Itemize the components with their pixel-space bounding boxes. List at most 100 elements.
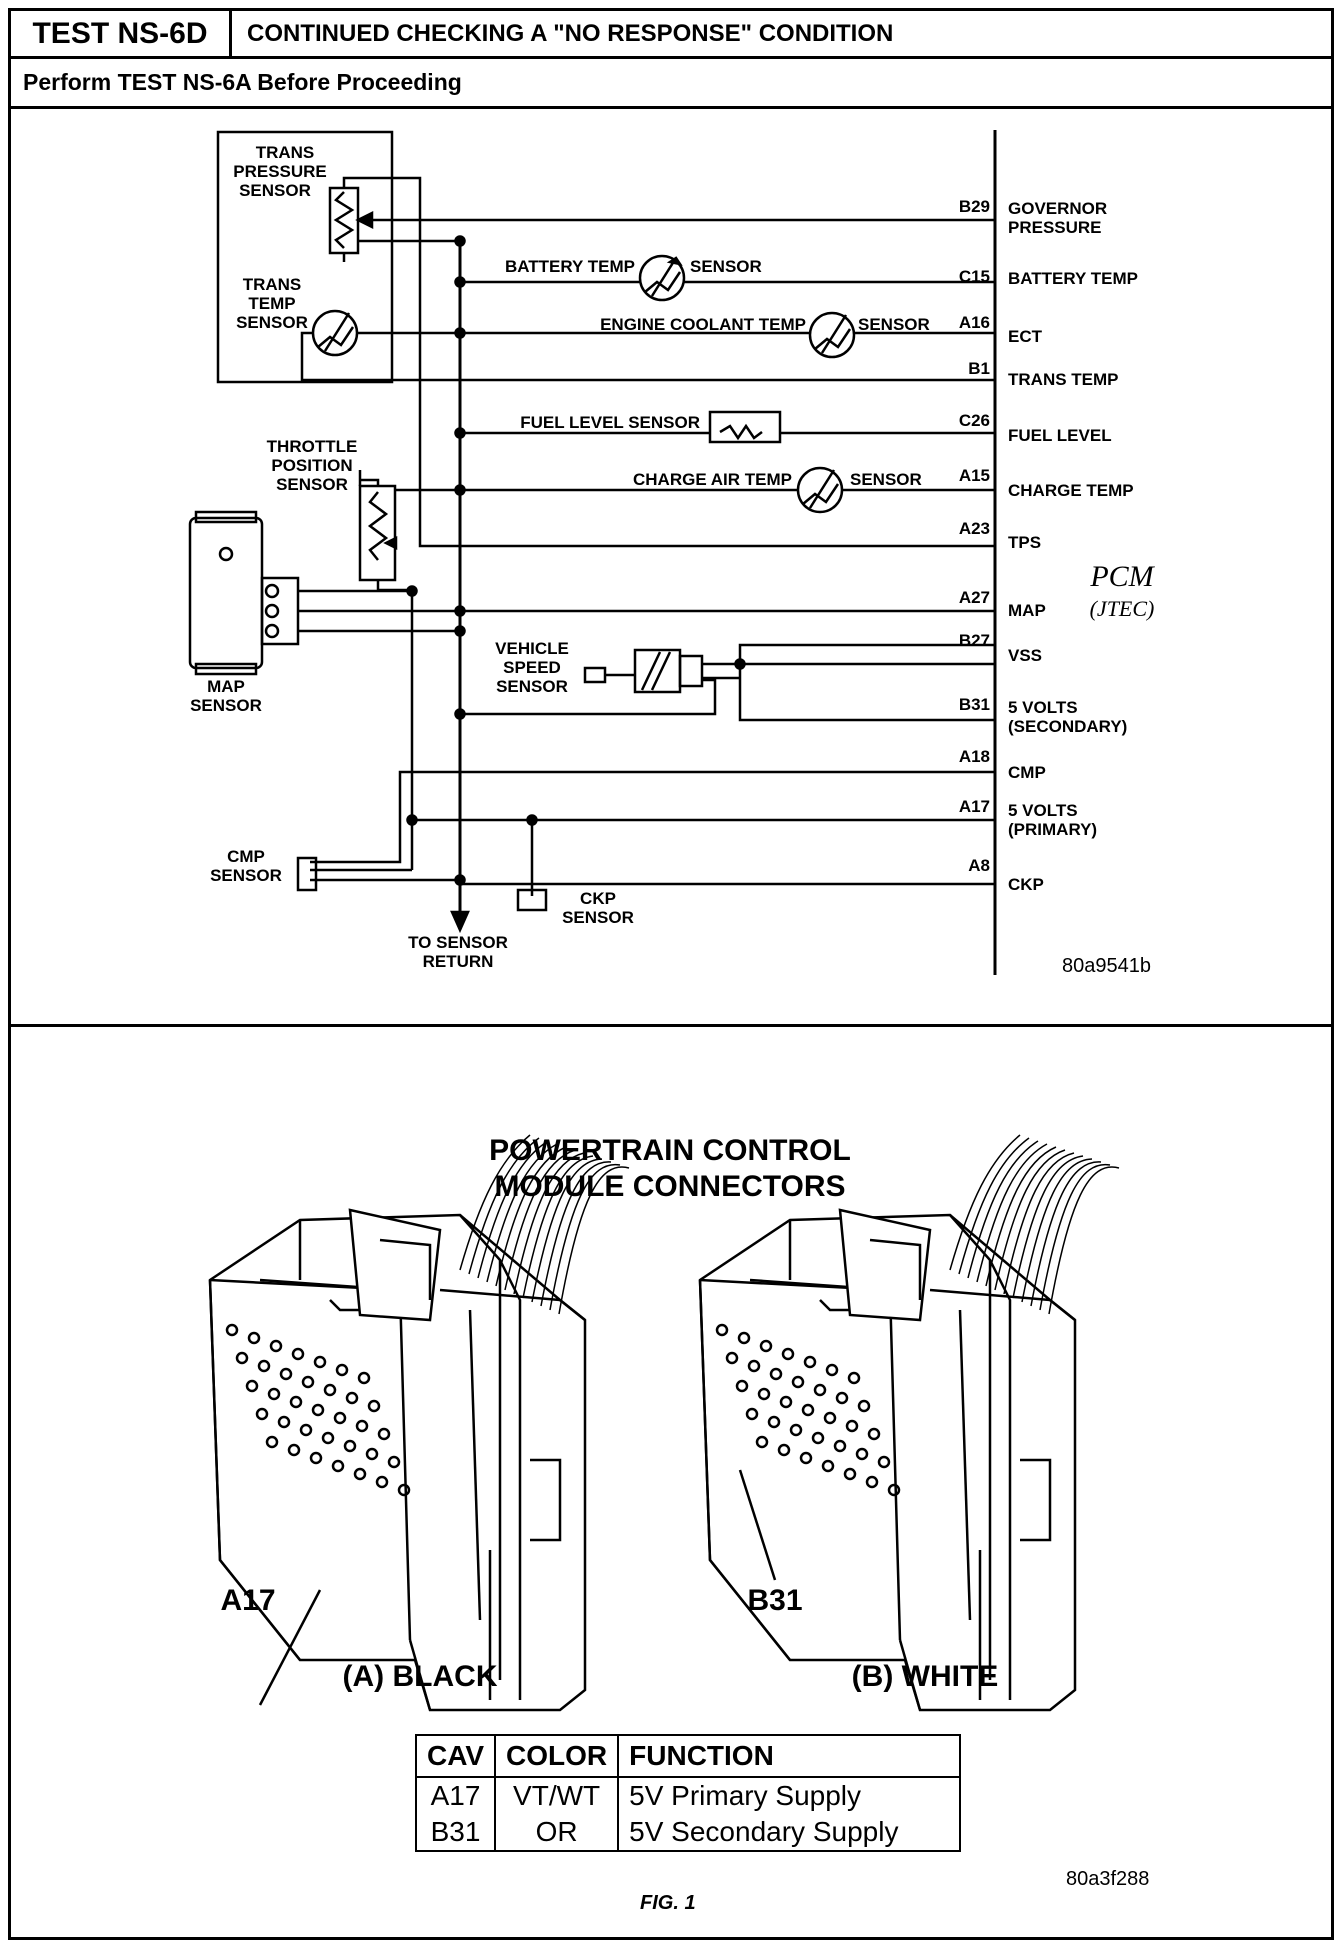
test-header: TEST NS-6D CONTINUED CHECKING A "NO RESP… bbox=[11, 11, 1331, 59]
cavity bbox=[267, 1387, 281, 1401]
cavity bbox=[867, 1427, 881, 1441]
harness-wire bbox=[477, 1140, 549, 1279]
cavity bbox=[825, 1363, 839, 1377]
cavity bbox=[755, 1435, 769, 1449]
cavity bbox=[321, 1431, 335, 1445]
b31-callout-line bbox=[738, 1469, 777, 1581]
cavity bbox=[331, 1459, 345, 1473]
cavity bbox=[715, 1323, 729, 1337]
cavity bbox=[265, 1435, 279, 1449]
cavity bbox=[789, 1423, 803, 1437]
cav-cell: A17 bbox=[414, 1777, 497, 1814]
harness-wire bbox=[486, 1143, 558, 1283]
cavity bbox=[335, 1363, 349, 1377]
cavity-table-header: CAV COLOR FUNCTION bbox=[414, 1734, 962, 1778]
charge-air-sensor-word: SENSOR bbox=[850, 470, 922, 489]
wire-b31 bbox=[738, 664, 995, 722]
cavity bbox=[777, 1443, 791, 1457]
pin-function-label: BATTERY TEMP bbox=[1008, 269, 1138, 288]
pin-label: C26 bbox=[959, 411, 990, 430]
a17-callout-line bbox=[258, 1589, 322, 1706]
cavity bbox=[355, 1419, 369, 1433]
cavity bbox=[801, 1403, 815, 1417]
harness-wire bbox=[976, 1143, 1048, 1283]
cavity bbox=[767, 1415, 781, 1429]
harness-wire bbox=[531, 1158, 603, 1303]
white-connector bbox=[698, 1134, 1120, 1712]
trans-pressure-resistor bbox=[328, 186, 360, 255]
color-cell: VT/WT bbox=[494, 1777, 620, 1814]
cavity bbox=[791, 1375, 805, 1389]
cavity bbox=[823, 1411, 837, 1425]
cavity bbox=[811, 1431, 825, 1445]
harness-wire bbox=[994, 1149, 1066, 1291]
cavity bbox=[367, 1399, 381, 1413]
black-connector bbox=[208, 1134, 630, 1712]
section-divider bbox=[11, 1024, 1331, 1027]
cavity bbox=[311, 1403, 325, 1417]
cavity bbox=[887, 1483, 901, 1497]
cavity bbox=[835, 1391, 849, 1405]
cavity bbox=[833, 1439, 847, 1453]
cavity bbox=[279, 1367, 293, 1381]
map-sensor-body bbox=[188, 516, 264, 670]
cavity bbox=[333, 1411, 347, 1425]
cavity bbox=[357, 1371, 371, 1385]
cavity bbox=[769, 1367, 783, 1381]
white-connector-wires bbox=[949, 1134, 1120, 1315]
harness-wire bbox=[495, 1146, 567, 1287]
wire-a18 bbox=[310, 770, 995, 864]
cmp-sensor bbox=[296, 856, 318, 892]
harness-wire bbox=[522, 1155, 594, 1299]
pin-label: C15 bbox=[959, 267, 990, 286]
cav-header: CAV bbox=[414, 1734, 497, 1778]
pin-function-label: ECT bbox=[1008, 327, 1043, 346]
function-cell: 5V Primary Supply bbox=[617, 1777, 962, 1814]
pin-function-label: CKP bbox=[1008, 875, 1044, 894]
pin-function-label: FUEL LEVEL bbox=[1008, 426, 1112, 445]
pin-function-label: TPS bbox=[1008, 533, 1041, 552]
connectors-title-1: POWERTRAIN CONTROL bbox=[489, 1134, 851, 1167]
cavity bbox=[289, 1395, 303, 1409]
color-header: COLOR bbox=[494, 1734, 620, 1778]
cavity bbox=[247, 1331, 261, 1345]
cavity bbox=[799, 1451, 813, 1465]
table-row: B31 OR 5V Secondary Supply bbox=[414, 1814, 962, 1852]
color-cell: OR bbox=[494, 1814, 620, 1852]
cavity bbox=[813, 1383, 827, 1397]
pin-function-label: CMP bbox=[1008, 763, 1046, 782]
cavity bbox=[855, 1447, 869, 1461]
battery-temp-thermistor bbox=[638, 254, 686, 302]
trans-sensor-box bbox=[216, 130, 394, 384]
harness-wire bbox=[540, 1161, 612, 1307]
figure-caption: FIG. 1 bbox=[640, 1892, 696, 1914]
connectors-title-2: MODULE CONNECTORS bbox=[494, 1170, 845, 1203]
pin-label: A18 bbox=[959, 747, 990, 766]
black-connector-wires bbox=[459, 1134, 630, 1315]
cavity bbox=[397, 1483, 411, 1497]
pin-function-label: CHARGE TEMP bbox=[1008, 481, 1134, 500]
harness-wire bbox=[1030, 1161, 1102, 1307]
b31-callout: B31 bbox=[747, 1584, 802, 1617]
harness-wire bbox=[958, 1137, 1030, 1275]
cavity bbox=[345, 1391, 359, 1405]
pin-function-label: TRANS TEMP bbox=[1008, 370, 1119, 389]
cavity bbox=[377, 1427, 391, 1441]
cavity bbox=[291, 1347, 305, 1361]
harness-wire bbox=[1021, 1158, 1093, 1303]
harness-wire bbox=[949, 1134, 1021, 1271]
function-cell: 5V Secondary Supply bbox=[617, 1814, 962, 1852]
pcm-label: PCM bbox=[1089, 560, 1155, 593]
white-connector-cavities bbox=[715, 1323, 901, 1497]
battery-temp-label: BATTERY TEMP bbox=[505, 257, 635, 276]
harness-wire bbox=[1048, 1166, 1120, 1315]
cavity bbox=[757, 1387, 771, 1401]
cavity bbox=[759, 1339, 773, 1353]
cavity bbox=[343, 1439, 357, 1453]
harness-wire bbox=[504, 1149, 576, 1291]
cavity bbox=[857, 1399, 871, 1413]
